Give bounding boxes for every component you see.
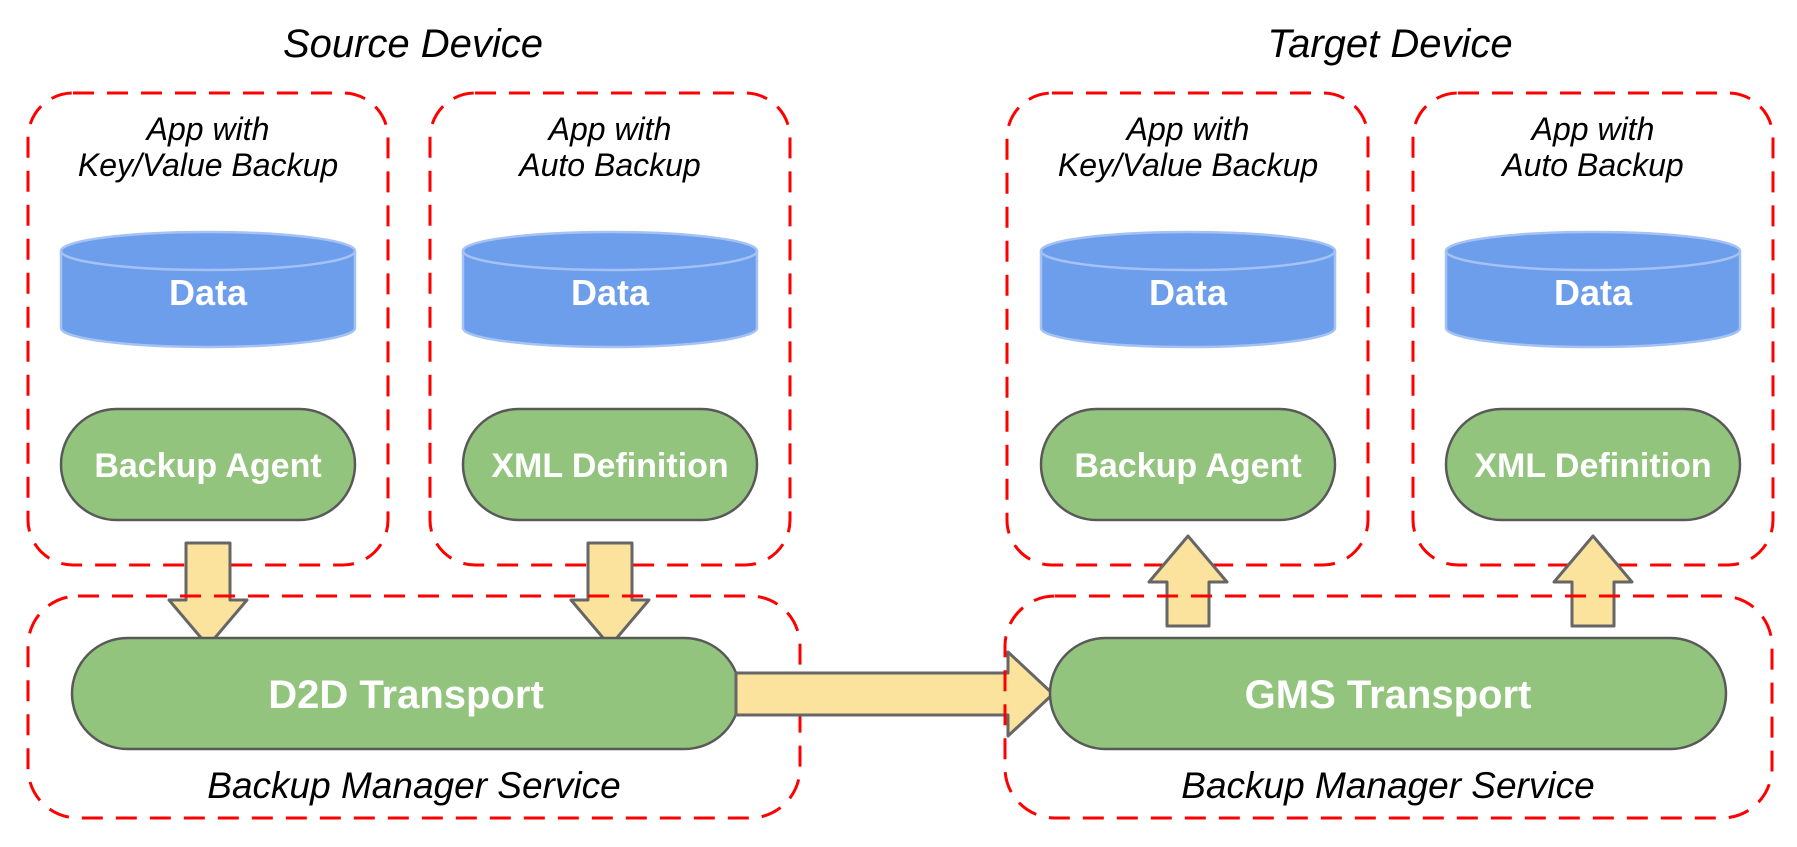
component-pill-shape	[1444, 407, 1742, 522]
manager-service-label: Backup Manager Service	[207, 765, 620, 806]
app-label-line2: Key/Value Backup	[1058, 147, 1318, 183]
component-pill-shape	[59, 407, 357, 522]
up-arrow-icon	[1552, 534, 1634, 628]
source-app-keyvalue-box: App with Key/Value Backup Data Backup Ag…	[26, 91, 390, 567]
database-cylinder-icon: Data	[59, 230, 357, 349]
source-device-group: Source Device App with Key/Value Backup …	[26, 22, 802, 820]
component-pill: XML Definition	[1444, 407, 1742, 522]
cylinder-body	[1444, 230, 1742, 349]
app-label-line2: Key/Value Backup	[78, 147, 338, 183]
app-label-line1: App with	[1125, 111, 1250, 147]
cylinder-rim	[59, 250, 357, 272]
cylinder-body	[461, 230, 759, 349]
app-label-line2: Auto Backup	[1500, 147, 1683, 183]
manager-box-dashed-border	[1003, 594, 1774, 820]
source-device-title: Source Device	[283, 22, 543, 66]
database-cylinder-icon: Data	[461, 230, 759, 349]
data-label: Data	[571, 272, 650, 313]
manager-service-label: Backup Manager Service	[1181, 765, 1594, 806]
component-label: Backup Agent	[1074, 447, 1301, 485]
target-backup-manager-box: GMS Transport Backup Manager Service	[1003, 594, 1774, 820]
data-label: Data	[1149, 272, 1228, 313]
target-app-auto-box: App with Auto Backup Data XML Definition	[1411, 91, 1775, 567]
app-label-line1: App with	[1530, 111, 1655, 147]
component-label: Backup Agent	[94, 447, 321, 485]
source-app-auto-box: App with Auto Backup Data XML Definition	[428, 91, 792, 567]
cylinder-body	[1039, 230, 1337, 349]
component-pill: Backup Agent	[1039, 407, 1337, 522]
component-pill-shape	[1039, 407, 1337, 522]
cylinder-rim	[1039, 250, 1337, 272]
app-label-line2: Auto Backup	[517, 147, 700, 183]
data-label: Data	[169, 272, 248, 313]
cylinder-rim	[461, 250, 759, 272]
app-label-line1: App with	[145, 111, 270, 147]
database-cylinder-icon: Data	[1039, 230, 1337, 349]
target-app-keyvalue-box: App with Key/Value Backup Data Backup Ag…	[1005, 91, 1370, 567]
transport-pill-shape	[1048, 636, 1728, 751]
cylinder-rim	[1444, 250, 1742, 272]
transport-label: D2D Transport	[268, 673, 544, 717]
component-pill: XML Definition	[461, 407, 759, 522]
cylinder-body	[59, 230, 357, 349]
app-label-line1: App with	[547, 111, 672, 147]
data-label: Data	[1554, 272, 1633, 313]
component-label: XML Definition	[1474, 447, 1711, 485]
database-cylinder-icon: Data	[1444, 230, 1742, 349]
up-arrow-icon	[1147, 534, 1229, 628]
component-label: XML Definition	[491, 447, 728, 485]
target-device-group: Target Device App with Key/Value Backup …	[1003, 22, 1775, 820]
target-device-title: Target Device	[1267, 22, 1512, 66]
down-arrow-icon	[167, 541, 249, 648]
right-arrow-icon	[734, 650, 1055, 738]
down-arrow-icon	[569, 541, 651, 648]
component-pill-shape	[461, 407, 759, 522]
source-backup-manager-box: D2D Transport Backup Manager Service	[26, 594, 802, 820]
component-pill: Backup Agent	[59, 407, 357, 522]
transport-label: GMS Transport	[1245, 673, 1532, 717]
